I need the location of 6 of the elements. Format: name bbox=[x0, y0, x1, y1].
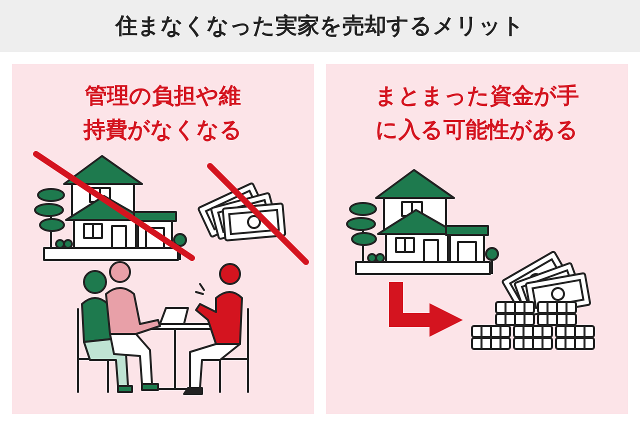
panel-heading: 管理の負担や維持費がなくなる bbox=[82, 83, 244, 145]
arrow bbox=[389, 282, 463, 337]
panel-heading: まとまった資金が手に入る可能性がある bbox=[374, 83, 580, 145]
panel bbox=[326, 64, 628, 414]
title-bar: 住まなくなった実家を売却するメリット bbox=[0, 0, 640, 52]
panel bbox=[12, 64, 314, 414]
